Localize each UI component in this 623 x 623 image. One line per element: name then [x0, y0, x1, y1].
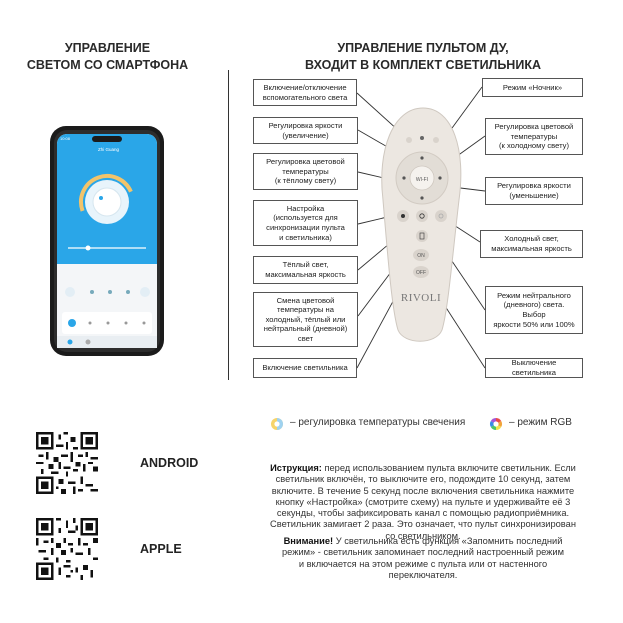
legend-rgb-text: – режим RGB [509, 417, 572, 428]
rgb-icon [489, 418, 503, 430]
left-heading-line-1: УПРАВЛЕНИЕ [64, 41, 151, 55]
right-heading-line-2: ВХОДИТ В КОМПЛЕКТ СВЕТИЛЬНИКА [305, 58, 541, 72]
apple-label: APPLE [140, 542, 182, 556]
remote-brand: RIVOLI [401, 292, 441, 304]
attention-paragraph: Внимание! У светильника есть функция «За… [281, 536, 564, 580]
label-cold-light: Холодный свет,максимальная яркость [480, 230, 583, 258]
wifi-button-label: WI-FI [416, 177, 428, 183]
label-turn-off: Выключение светильника [485, 358, 583, 378]
legend-temperature-text: – регулировка температуры свечения [290, 417, 466, 428]
attention-lead: Внимание! [283, 536, 334, 546]
label-neutral-mode: Режим нейтрального(дневного) света.Выбор… [485, 286, 583, 334]
right-heading-line-1: УПРАВЛЕНИЕ ПУЛЬТОМ ДУ, [337, 41, 509, 55]
left-heading: УПРАВЛЕНИЕ СВЕТОМ СО СМАРТФОНА [20, 40, 195, 74]
label-brightness-down: Регулировка яркости(уменьшение) [485, 177, 583, 205]
left-heading-line-2: СВЕТОМ СО СМАРТФОНА [26, 58, 189, 72]
off-button-label: OFF [416, 270, 426, 276]
label-turn-on: Включение светильника [253, 358, 357, 378]
smartphone-illustration [50, 126, 164, 356]
right-heading: УПРАВЛЕНИЕ ПУЛЬТОМ ДУ, ВХОДИТ В КОМПЛЕКТ… [258, 40, 588, 74]
phone-app-title: Zhi Guang [98, 147, 120, 152]
android-label: ANDROID [140, 456, 199, 470]
on-button-label: ON [417, 253, 425, 259]
instruction-paragraph: Иструкция: перед использованием пульта в… [270, 463, 576, 541]
label-night-mode: Режим «Ночник» [482, 78, 583, 97]
phone-status-time: 10:08 [60, 136, 71, 141]
instruction-lead: Иструкция: [270, 463, 322, 473]
vertical-divider [228, 70, 229, 380]
apple-qr-code[interactable] [36, 518, 98, 580]
label-warm-light: Тёплый свет,максимальная яркость [253, 256, 358, 284]
label-brightness-up: Регулировка яркости(увеличение) [253, 117, 358, 144]
android-qr-code[interactable] [36, 432, 98, 494]
remote-body [381, 107, 462, 342]
